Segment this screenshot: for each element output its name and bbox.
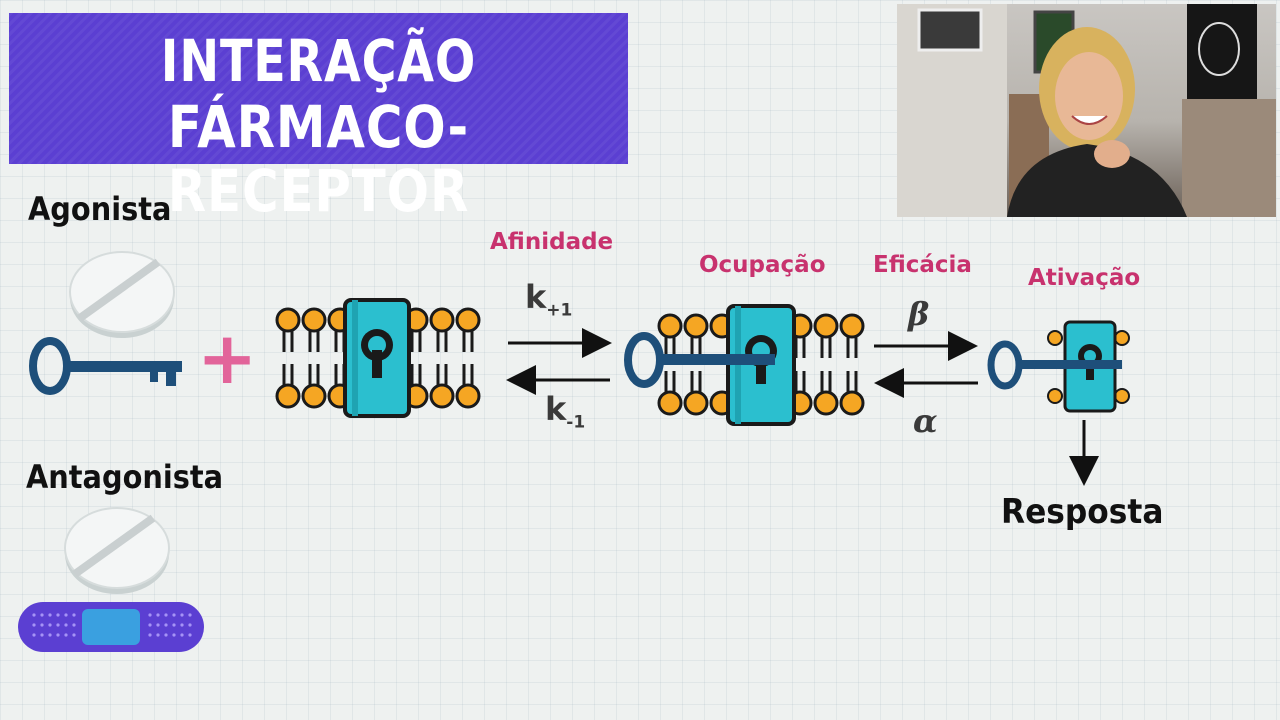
receptor-occupied <box>628 306 863 424</box>
receptor-empty <box>277 300 479 416</box>
bandage-icon <box>18 602 204 652</box>
padlock-receptor-icon-1 <box>345 300 409 416</box>
key-icon-agonist <box>33 341 182 391</box>
pill-icon-antagonist <box>65 508 169 594</box>
pill-icon-agonist <box>70 252 174 338</box>
receptor-activated <box>991 322 1129 411</box>
